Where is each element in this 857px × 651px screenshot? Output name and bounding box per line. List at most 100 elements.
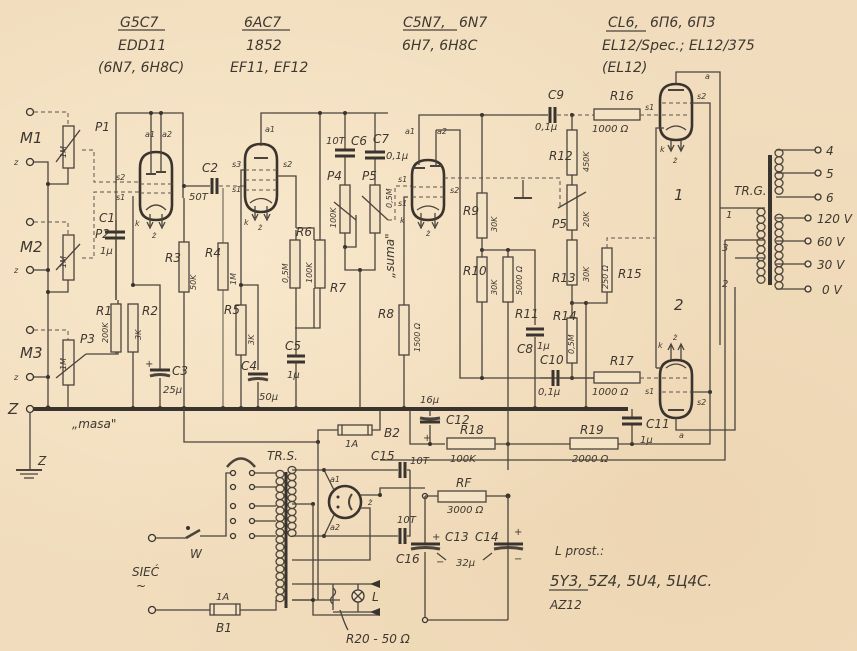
- terminal-m1-z[interactable]: [25, 157, 35, 167]
- terminal-m1-hot[interactable]: [25, 107, 35, 117]
- label-r4-val: 1M: [229, 273, 238, 285]
- v5-pin-s2: s2: [697, 398, 706, 407]
- trg-terminal-60v[interactable]: [804, 237, 812, 245]
- mixer-section: 10T C6 C7 0,1μ P4 100K P5 0,5M „suma": [326, 111, 412, 408]
- v3-pin-a1: a1: [405, 127, 415, 136]
- coil-loop: [275, 484, 285, 493]
- coil-loop: [774, 163, 784, 173]
- trg-tap-5: 5: [826, 167, 834, 181]
- v3-pin-z: ż: [425, 229, 431, 238]
- trg-terminal-30v[interactable]: [804, 260, 812, 268]
- label-r7-val: 100K: [305, 262, 314, 283]
- tube-v3-main: C5N7,: [403, 15, 446, 31]
- coil-loop: [275, 520, 285, 530]
- label-c13-c14-val: 32μ: [456, 558, 475, 569]
- label-c4: C4: [241, 359, 257, 373]
- label-masa: „masa": [72, 417, 116, 431]
- label-r5: R5: [224, 303, 240, 317]
- coil-loop: [275, 469, 285, 479]
- v5-pin-k: k: [658, 341, 663, 350]
- rectifier-note-title: L prost.:: [555, 544, 604, 558]
- label-r8: R8: [378, 307, 394, 321]
- label-c7-val: 0,1μ: [386, 151, 408, 162]
- mains-terminal-2[interactable]: [147, 605, 157, 615]
- label-r1: R1: [96, 304, 112, 318]
- label-r12-val: 450K: [582, 151, 591, 172]
- trg-tap-4: 4: [826, 144, 834, 158]
- label-p5a-val: 0,5M: [385, 188, 394, 208]
- terminal-m3-hot[interactable]: [25, 325, 35, 335]
- label-r12: R12: [549, 149, 573, 163]
- resistor-rf: [437, 490, 487, 503]
- label-r6-val: 0,5M: [281, 263, 290, 283]
- v5-pin-s1: s1: [645, 387, 654, 396]
- trs-secondary-coil: [287, 465, 297, 538]
- trg-terminal-4[interactable]: [814, 146, 822, 154]
- label-p2-val: 1M: [59, 256, 68, 268]
- trg-terminal-0v[interactable]: [804, 285, 812, 293]
- trg-terminal-6[interactable]: [814, 193, 822, 201]
- label-r16: R16: [610, 89, 634, 103]
- c13-minus-sign: −: [436, 557, 444, 568]
- tube-v4-output-1: a s2 k ż 1: [655, 71, 721, 410]
- v4-pin-k: k: [660, 145, 665, 154]
- voltage-selector-taps[interactable]: [229, 469, 256, 540]
- coil-loop: [275, 476, 285, 486]
- tube-v2-alt2: EF11, EF12: [230, 60, 308, 76]
- coil-loop: [275, 528, 285, 537]
- label-p1-val: 1M: [59, 146, 68, 158]
- label-output-tube-1: 1: [674, 186, 684, 204]
- trg-terminal-120v[interactable]: [804, 214, 812, 222]
- label-c10-val: 0,1μ: [538, 387, 560, 398]
- mains-terminal-1[interactable]: [147, 533, 157, 543]
- tube-v3-alt1: 6H7, 6H8C: [402, 38, 478, 54]
- power-switch-w[interactable]: [185, 526, 201, 540]
- label-z-ground: Z: [37, 454, 47, 468]
- coil-loop: [774, 281, 784, 290]
- label-c5-val: 1μ: [287, 370, 300, 381]
- c3-plus-sign: +: [145, 359, 153, 370]
- coil-loop: [756, 245, 766, 254]
- coil-loop: [287, 500, 297, 510]
- terminal-z-main[interactable]: [25, 404, 35, 414]
- rectifier-note-line1: 5Y3, 5Z4, 5U4, 5Ц4C.: [550, 572, 712, 590]
- terminal-m2-z[interactable]: [25, 265, 35, 275]
- ground-bus: Z „masa" Z: [7, 400, 628, 479]
- trg-voltage-0: 0 V: [822, 283, 842, 297]
- trg-voltage-30: 30 V: [817, 258, 845, 272]
- tube-v4-main: CL6,: [608, 15, 639, 31]
- label-c15: C15: [371, 449, 395, 463]
- coil-loop: [275, 542, 285, 552]
- v3-pin-s1: s1: [398, 199, 407, 208]
- resistor-r7: [314, 239, 326, 289]
- resistor-r1: [110, 303, 122, 353]
- v3-pin-s1-top: s1: [398, 175, 407, 184]
- coil-loop: [756, 260, 766, 269]
- coil-loop: [275, 549, 285, 559]
- tube-header-v2: 6AC7 1852 EF11, EF12: [230, 15, 308, 76]
- coil-loop: [774, 228, 784, 238]
- label-p5a: P5: [362, 169, 377, 183]
- tube-header-v1: G5C7 EDD11 (6N7, 6H8C): [98, 15, 184, 76]
- coil-loop: [287, 514, 297, 524]
- label-m3-z: z: [13, 373, 19, 382]
- label-p5b-val: 20K: [582, 211, 591, 227]
- terminal-m3-z[interactable]: [25, 372, 35, 382]
- label-c12-val: 16μ: [420, 395, 439, 406]
- label-rf-val: 3000 Ω: [447, 505, 484, 516]
- v1-pin-k: k: [135, 219, 140, 228]
- v2-pin-a1: a1: [265, 125, 275, 134]
- trg-terminal-5[interactable]: [814, 169, 822, 177]
- v1-support: C1 1μ R1 200K R2 3K + C3 25μ R3 50K: [96, 184, 198, 410]
- voltage-selector-link[interactable]: [226, 457, 256, 468]
- label-c6: C6: [351, 134, 367, 148]
- coil-loop: [275, 564, 285, 574]
- coil-loop: [275, 491, 285, 501]
- coil-loop: [275, 586, 285, 596]
- coil-loop: [774, 156, 784, 165]
- label-r19: R19: [580, 423, 604, 437]
- label-r15: R15: [618, 267, 642, 281]
- transformer-trg: TR.G. 1 3 2 4 5 6 120 V 60 V 30 V 0 V: [380, 144, 853, 461]
- rectifier-pin-a2: a2: [330, 523, 340, 532]
- terminal-m2-hot[interactable]: [25, 217, 35, 227]
